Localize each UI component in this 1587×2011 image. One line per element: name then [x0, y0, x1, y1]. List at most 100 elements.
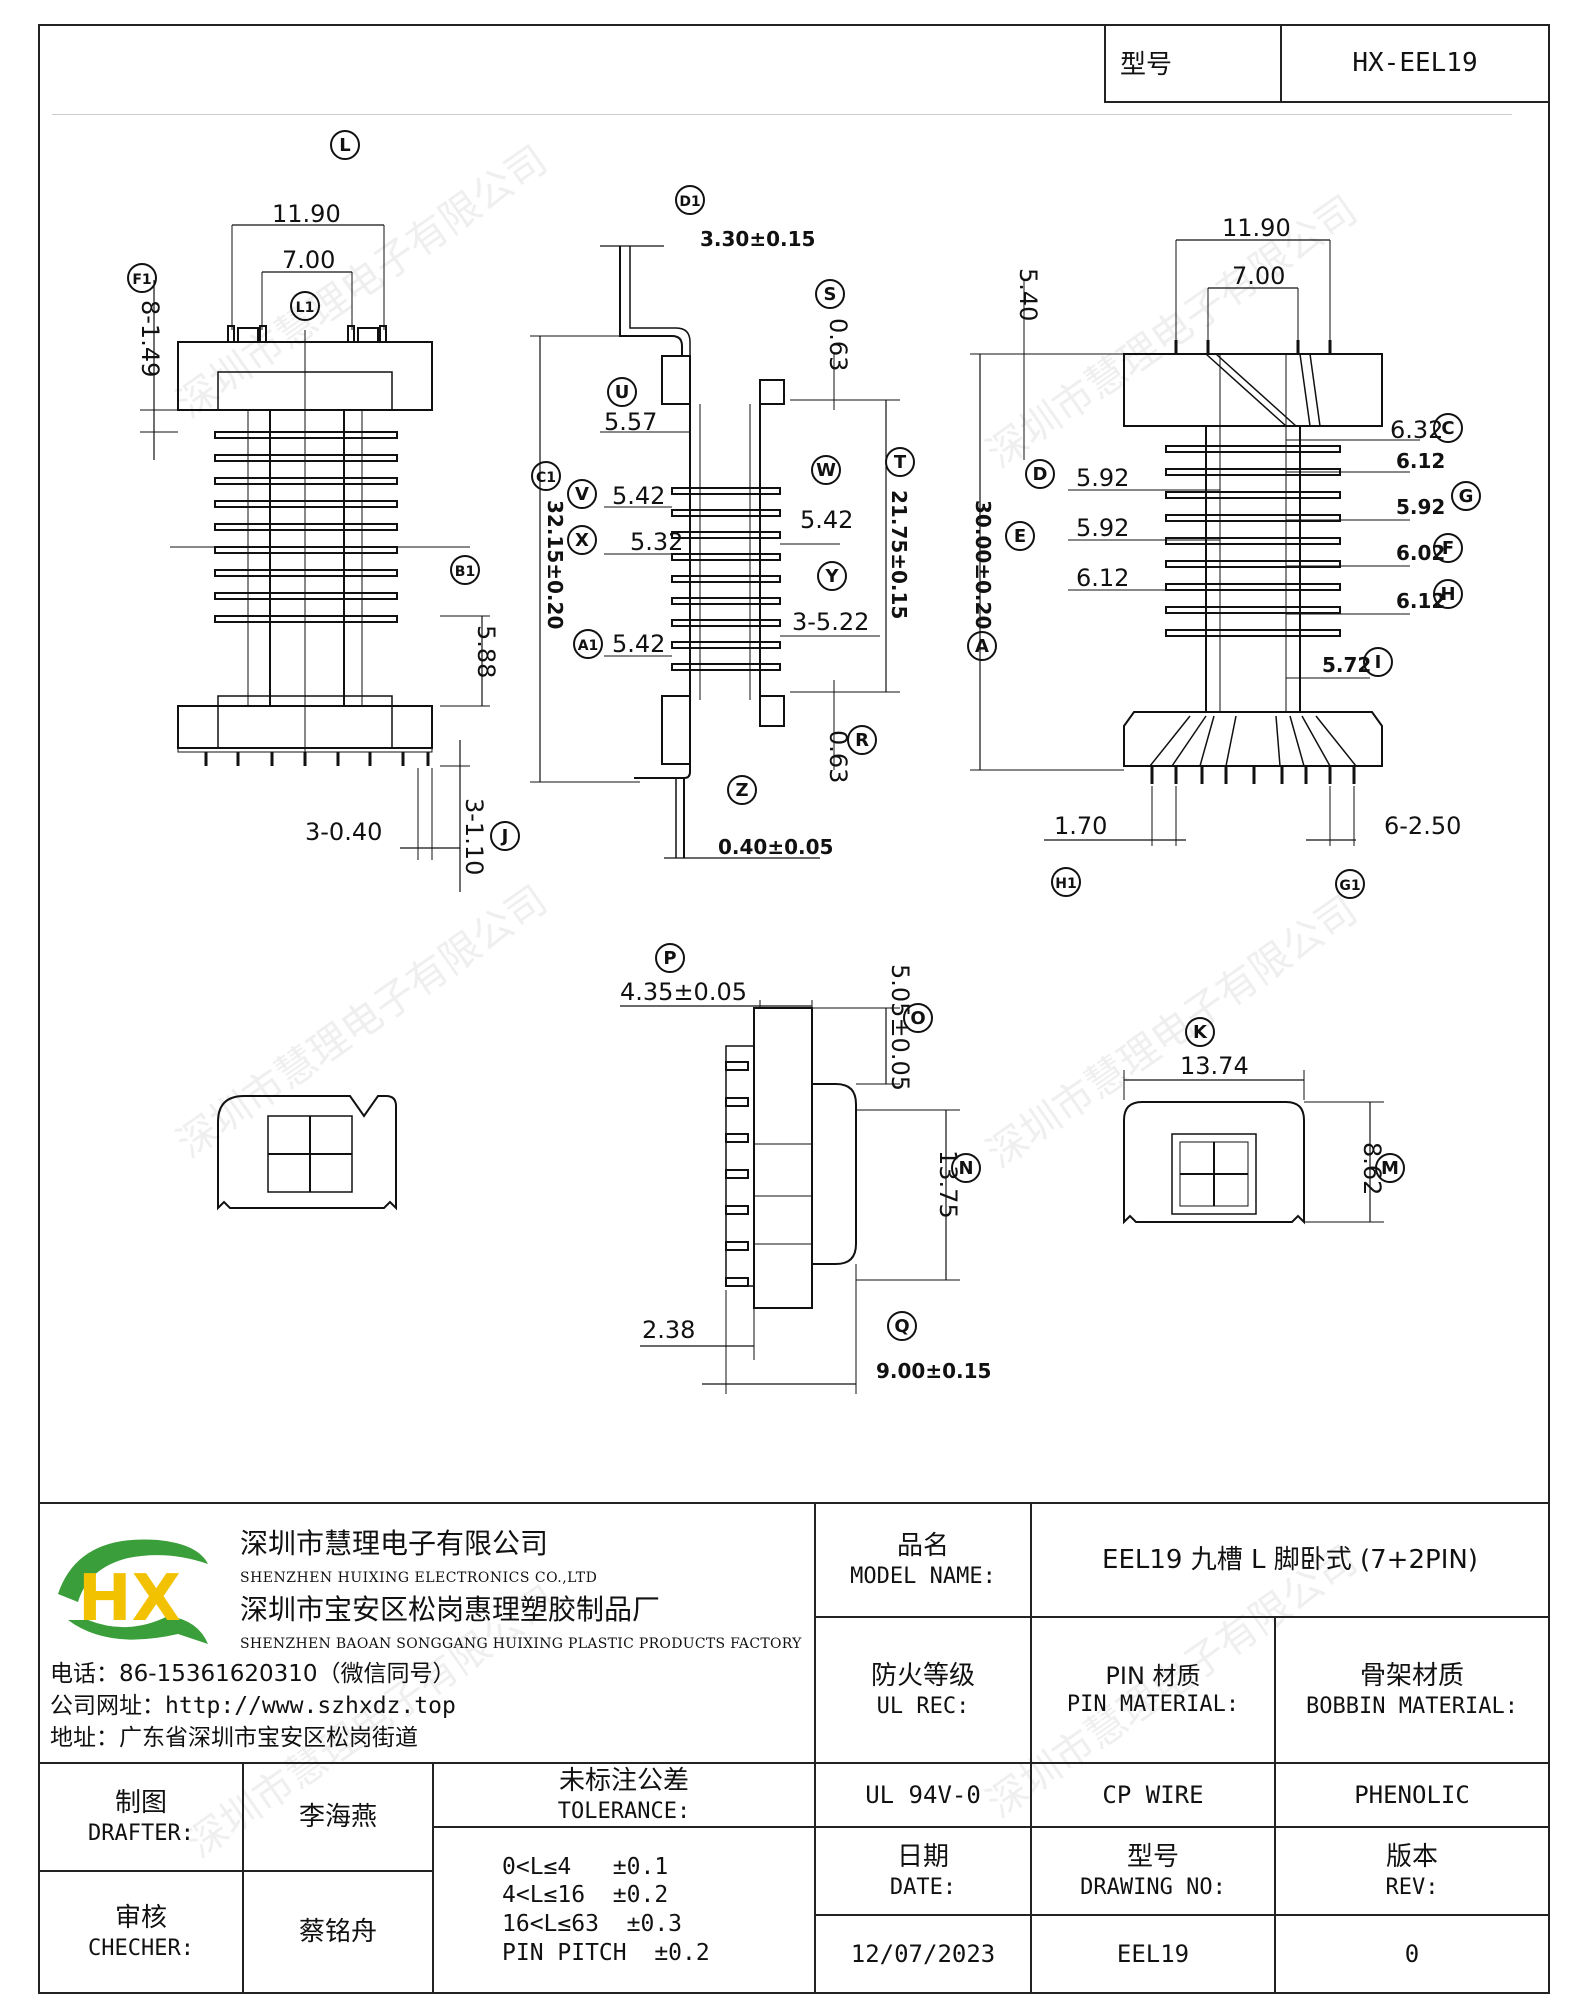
company-logo: HX: [58, 1539, 208, 1644]
technical-drawing: 11.90 7.00 8-1.49 5.88 3-0.40 3-1.10: [127, 130, 1481, 1394]
date-label: 日期 DATE:: [814, 1826, 1032, 1916]
checker-name: 蔡铭舟: [242, 1870, 434, 1994]
tolerance-values: 0<L≤4 ±0.1 4<L≤16 ±0.2 16<L≤63 ±0.3 PIN …: [432, 1826, 816, 1994]
callout-circle: [290, 291, 320, 321]
rev-value: 0: [1274, 1914, 1550, 1994]
callout-label: H1: [1055, 876, 1076, 892]
callout-label: T: [894, 452, 907, 473]
company-name-cn: 深圳市慧理电子有限公司: [240, 1527, 549, 1560]
callout-label: F1: [132, 272, 151, 288]
model-header: 型号 HX-EEL19: [1104, 24, 1550, 103]
callout-label: I: [1375, 652, 1382, 673]
callout-label: A: [975, 636, 989, 657]
dim-label: 3-5.22: [792, 608, 869, 636]
tolerance-row: 0<L≤4 ±0.1: [502, 1853, 669, 1880]
checker-label: 审核 CHECHER:: [38, 1870, 244, 1994]
dim-label: 5.57: [604, 408, 657, 436]
pin-material-value: CP WIRE: [1030, 1762, 1276, 1828]
dim-label: 6.12: [1396, 449, 1445, 473]
dim-label: 13.74: [1180, 1052, 1249, 1080]
callout-circle: [1375, 1153, 1405, 1183]
bobbin-material-value: PHENOLIC: [1274, 1762, 1550, 1828]
callout-circle: [727, 775, 757, 805]
callout-label: Y: [824, 566, 839, 587]
tolerance-row: PIN PITCH ±0.2: [502, 1939, 710, 1966]
callout-circle: [903, 1003, 933, 1033]
callout-label: O: [910, 1008, 925, 1029]
callout-circle: [1051, 867, 1081, 897]
dim-label: 13.75: [934, 1150, 962, 1219]
address: 地址：广东省深圳市宝安区松岗街道: [50, 1725, 418, 1751]
callout-circle: [1433, 413, 1463, 443]
bobbin-material-label: 骨架材质 BOBBIN MATERIAL:: [1274, 1616, 1550, 1764]
company-info: HX 深圳市慧理电子有限公司 SHENZHEN HUIXING ELECTRON…: [38, 1502, 816, 1764]
callout-label: K: [1193, 1022, 1208, 1043]
dim-label: 2.38: [642, 1316, 695, 1344]
dim-label: 11.90: [1222, 214, 1291, 242]
callout-label: L: [339, 135, 350, 156]
logo-letters: HX: [78, 1562, 181, 1636]
dim-label: 5.92: [1076, 514, 1129, 542]
callout-label: G: [1459, 486, 1474, 507]
callout-label: Z: [735, 780, 748, 801]
dim-label: 11.90: [272, 200, 341, 228]
website: 公司网址：http://www.szhxdz.top: [50, 1693, 456, 1719]
callout-circle: [531, 461, 561, 491]
dim-label: 6.12: [1396, 589, 1445, 613]
dim-label: 9.00±0.15: [876, 1359, 991, 1383]
callout-circle: [567, 479, 597, 509]
callout-circle: [490, 821, 520, 851]
ul-rec-label: 防火等级 UL REC:: [814, 1616, 1032, 1764]
callout-circle: [655, 943, 685, 973]
callout-circle: [127, 263, 157, 293]
dim-label: 3.30±0.15: [700, 227, 815, 251]
dim-label: 5.40: [1014, 268, 1042, 321]
dim-label: 0.40±0.05: [718, 835, 833, 859]
dim-label: 5.32: [630, 528, 683, 556]
callout-label: N: [958, 1158, 973, 1179]
phone: 电话：86-15361620310（微信同号）: [50, 1661, 456, 1687]
callout-label: J: [500, 826, 509, 847]
factory-name-en: SHENZHEN BAOAN SONGGANG HUIXING PLASTIC …: [240, 1636, 802, 1652]
dim-label: 8-1.49: [136, 300, 164, 377]
drawing-no-label: 型号 DRAWING NO:: [1030, 1826, 1276, 1916]
callout-circle: [887, 1311, 917, 1341]
callout-circle: [885, 447, 915, 477]
dim-label: 5.42: [612, 630, 665, 658]
dim-label: 5.92: [1076, 464, 1129, 492]
dim-label: 5.72: [1322, 653, 1371, 677]
callout-circle: [967, 631, 997, 661]
tolerance-row: 4<L≤16 ±0.2: [502, 1882, 669, 1909]
right-view-dims: 11.90 7.00 5.40 6.32 6.12 5.92 5.92 5.92…: [971, 214, 1461, 840]
company-name-en: SHENZHEN HUIXING ELECTRONICS CO.,LTD: [240, 1570, 598, 1586]
callout-label: D: [1033, 464, 1048, 485]
dim-label: 0.63: [824, 318, 852, 371]
dim-label: 5.92: [1396, 495, 1445, 519]
drafter-label: 制图 DRAFTER:: [38, 1762, 244, 1872]
dim-label: 32.15±0.20: [543, 500, 567, 629]
dim-label: 30.00±0.20: [971, 500, 995, 629]
ul-value: UL 94V-0: [814, 1762, 1032, 1828]
callout-label: P: [663, 948, 676, 969]
callout-circle: [847, 725, 877, 755]
drafter-name: 李海燕: [242, 1762, 434, 1872]
callout-circle: [573, 629, 603, 659]
title-block: HX 深圳市慧理电子有限公司 SHENZHEN HUIXING ELECTRON…: [38, 1502, 1550, 1994]
side-view-dims: 3.30±0.15 0.63 5.57 5.42 5.32 5.42 3-5.2…: [543, 227, 911, 859]
front-view-dims: 11.90 7.00 8-1.49 5.88 3-0.40 3-1.10: [136, 200, 500, 875]
callout-circle: [607, 377, 637, 407]
model-number: HX-EEL19: [1352, 47, 1478, 78]
type-label: 型号: [1106, 24, 1282, 101]
dim-label: 6.12: [1076, 564, 1129, 592]
callout-circle: [675, 185, 705, 215]
callout-circle: [817, 561, 847, 591]
drawing-no-value: EEL19: [1030, 1914, 1276, 1994]
callout-label: Q: [894, 1316, 909, 1337]
callout-circle: [567, 525, 597, 555]
bottom-view-dims: 4.35±0.05 5.05±0.05 13.75 2.38 9.00±0.15: [620, 964, 991, 1383]
end-view-left: [217, 1095, 397, 1211]
callout-label: G1: [1339, 878, 1360, 894]
callout-label: C: [1441, 418, 1454, 439]
tolerance-row: 16<L≤63 ±0.3: [502, 1911, 683, 1937]
